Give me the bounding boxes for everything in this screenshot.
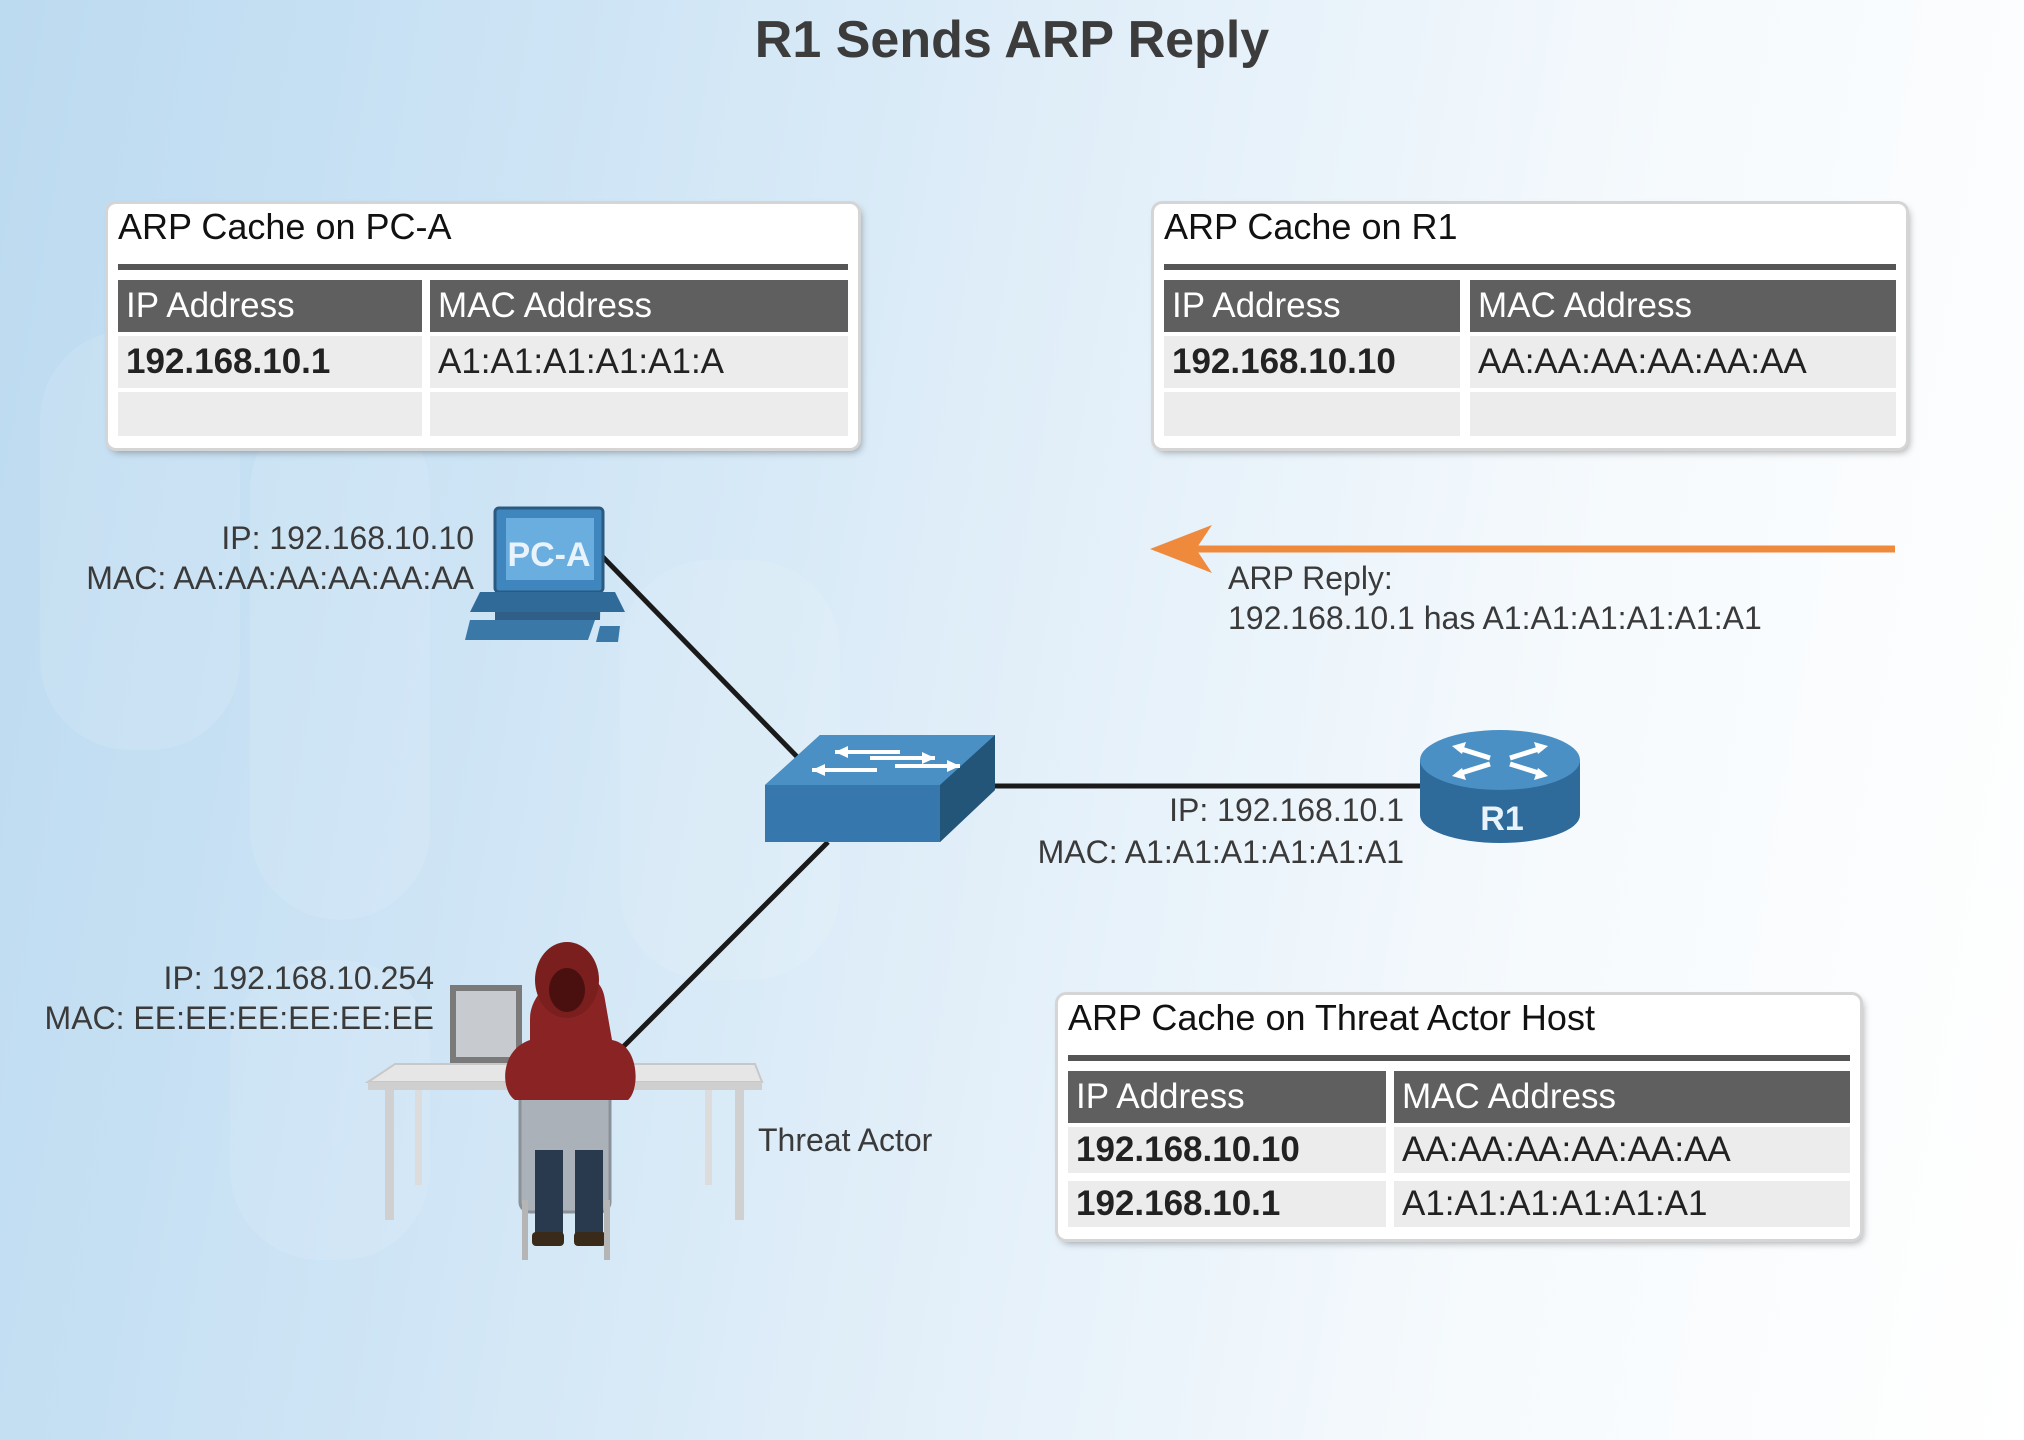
r1-icon-label: R1 <box>1480 800 1523 838</box>
column-header-mac: MAC Address <box>1394 1071 1850 1123</box>
table-cell-ip: 192.168.10.10 <box>1068 1127 1386 1173</box>
column-header-ip: IP Address <box>118 280 422 332</box>
arp-reply-text: 192.168.10.1 has A1:A1:A1:A1:A1:A1 <box>1228 600 1762 636</box>
cache-divider <box>1164 264 1896 270</box>
arp-cache-threat-actor: ARP Cache on Threat Actor Host IP Addres… <box>1058 995 1860 1239</box>
arp-cache-pc-a: ARP Cache on PC-A IP Address MAC Address… <box>108 204 858 448</box>
threat-actor-icon <box>364 942 764 1260</box>
pc-a-icon-label: PC-A <box>507 536 590 574</box>
pc-icon: PC-A <box>465 506 625 642</box>
cache-title: ARP Cache on R1 <box>1164 206 1458 247</box>
table-cell-ip <box>1164 392 1460 436</box>
pc-a-ip-label: IP: 192.168.10.10 <box>221 520 474 556</box>
cache-title: ARP Cache on PC-A <box>118 206 452 247</box>
bg-shape <box>250 400 430 920</box>
arp-reply-heading: ARP Reply: <box>1228 560 1393 596</box>
pc-a-mac-label: MAC: AA:AA:AA:AA:AA:AA <box>86 560 474 596</box>
diagram-title: R1 Sends ARP Reply <box>754 11 1270 69</box>
column-header-mac: MAC Address <box>1470 280 1896 332</box>
column-header-ip: IP Address <box>1068 1071 1386 1123</box>
cache-divider <box>1068 1055 1850 1061</box>
table-cell-mac <box>1470 392 1896 436</box>
cache-divider <box>118 264 848 270</box>
link-pc-switch <box>596 550 810 770</box>
arp-cache-r1: ARP Cache on R1 IP Address MAC Address 1… <box>1154 204 1906 448</box>
threat-actor-ip-label: IP: 192.168.10.254 <box>163 960 434 996</box>
router-icon: R1 <box>1420 730 1580 843</box>
r1-ip-label: IP: 192.168.10.1 <box>1169 792 1404 828</box>
table-cell-ip: 192.168.10.1 <box>1068 1181 1386 1227</box>
column-header-ip: IP Address <box>1164 280 1460 332</box>
column-header-mac: MAC Address <box>430 280 848 332</box>
bg-shape <box>230 960 430 1260</box>
table-cell-ip: 192.168.10.1 <box>118 336 422 388</box>
arp-reply-arrow <box>1150 525 1895 573</box>
table-cell-mac: A1:A1:A1:A1:A1:A <box>430 336 848 388</box>
r1-mac-label: MAC: A1:A1:A1:A1:A1:A1 <box>1037 834 1404 870</box>
switch-icon <box>765 735 995 842</box>
table-cell-ip: 192.168.10.10 <box>1164 336 1460 388</box>
table-cell-mac: AA:AA:AA:AA:AA:AA <box>1470 336 1896 388</box>
table-cell-ip <box>118 392 422 436</box>
table-cell-mac: AA:AA:AA:AA:AA:AA <box>1394 1127 1850 1173</box>
threat-actor-label: Threat Actor <box>758 1122 933 1158</box>
threat-actor-mac-label: MAC: EE:EE:EE:EE:EE:EE <box>44 1000 434 1036</box>
cache-title: ARP Cache on Threat Actor Host <box>1068 997 1595 1038</box>
table-cell-mac <box>430 392 848 436</box>
table-cell-mac: A1:A1:A1:A1:A1:A1 <box>1394 1181 1850 1227</box>
link-switch-threat-actor <box>618 840 830 1052</box>
